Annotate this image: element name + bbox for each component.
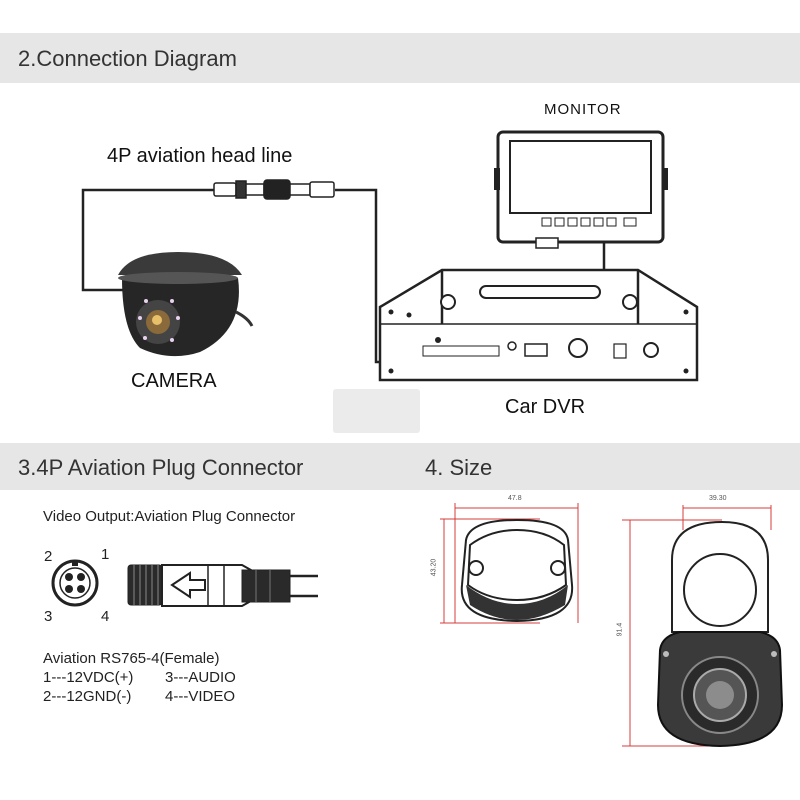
pin-diagram-icon — [51, 559, 99, 607]
pin-number-label: 2 — [44, 548, 53, 565]
pin-number-label: 4 — [101, 608, 110, 625]
section-title-plug-connector: 3.4P Aviation Plug Connector — [18, 455, 304, 480]
dimension-label: 39.30 — [709, 495, 727, 502]
pin-assignment: 1---12VDC(+) — [43, 669, 134, 686]
pin-assignment: 3---AUDIO — [165, 669, 236, 686]
dimension-label: 47.8 — [508, 495, 522, 502]
dimension-label: 91.4 — [616, 622, 624, 637]
section-title-size: 4. Size — [425, 455, 493, 480]
watermark-box — [333, 389, 420, 433]
dimension-label: 43.20 — [430, 558, 438, 577]
side-view-drawing — [622, 505, 784, 748]
connector-model: Aviation RS765-4(Female) — [43, 650, 220, 667]
monitor-icon — [494, 130, 668, 249]
section-header-band — [0, 443, 800, 490]
connector-subtitle: Video Output:Aviation Plug Connector — [43, 508, 296, 525]
cable-label: 4P aviation head line — [107, 145, 293, 167]
pin-number-label: 1 — [101, 546, 110, 563]
dvr-label: Car DVR — [505, 396, 586, 418]
section-title-connection-diagram: 2.Connection Diagram — [18, 46, 237, 71]
section-header-band — [0, 33, 800, 83]
aviation-plug-icon — [213, 179, 335, 200]
aviation-connector-icon — [127, 564, 318, 607]
dvr-icon — [378, 268, 699, 382]
front-view-drawing — [440, 503, 579, 624]
pin-assignment: 2---12GND(-) — [43, 688, 132, 705]
monitor-label: MONITOR — [544, 101, 622, 118]
pin-number-label: 3 — [44, 608, 53, 625]
camera-icon — [118, 252, 254, 357]
camera-label: CAMERA — [131, 370, 217, 392]
pin-assignment: 4---VIDEO — [165, 688, 236, 705]
